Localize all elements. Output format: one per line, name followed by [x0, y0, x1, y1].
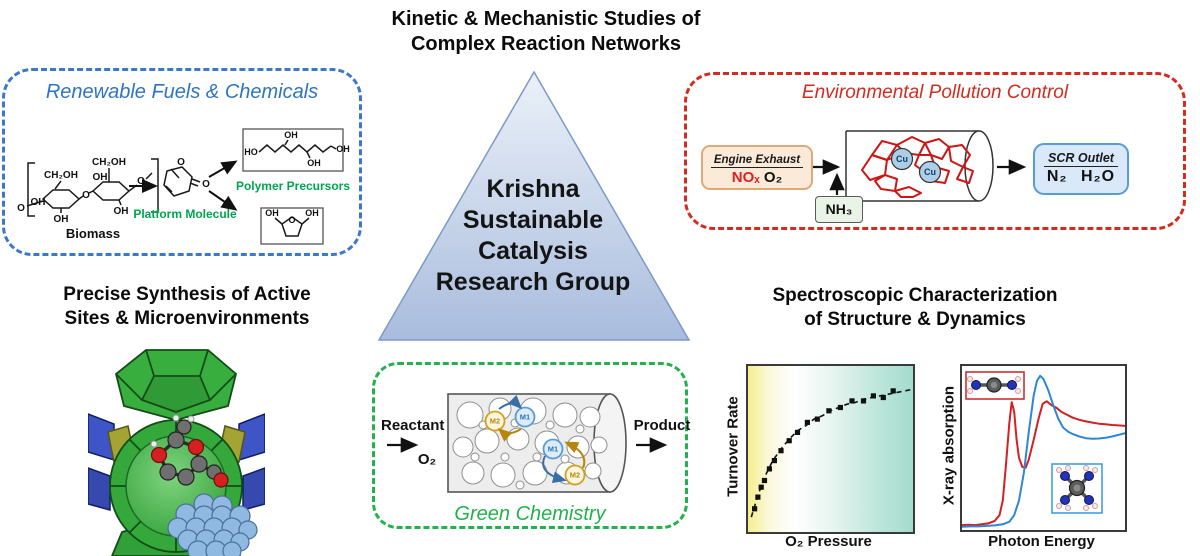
m2-site: M2: [484, 410, 506, 432]
platform-molecule: [163, 166, 201, 197]
oh-label: OH: [265, 208, 279, 218]
polymer-label: Polymer Precursors: [236, 179, 350, 193]
o-label: O: [137, 176, 145, 187]
linear-complex-inset: [965, 371, 1025, 400]
o-label: O: [202, 179, 210, 190]
o-label: O: [288, 215, 295, 225]
renewable-title: Renewable Fuels & Chemicals: [45, 81, 319, 103]
xas-xlabel: Photon Energy: [988, 533, 1095, 550]
n2-label: N₂: [1046, 168, 1068, 185]
scr-outlet-title: SCR Outlet: [1044, 151, 1118, 167]
group-name-line2: Sustainable: [462, 206, 604, 234]
oh-label: OH: [305, 208, 319, 218]
cu-zeolite-framework: [861, 136, 974, 198]
cu-site: Cu: [890, 147, 914, 171]
synthesis-heading-line1: Precise Synthesis of Active: [63, 284, 311, 305]
cycle-arrow-blue: [542, 455, 567, 484]
platform-to-polyol-arrow: [208, 160, 238, 178]
turnover-plot: [746, 364, 915, 534]
environment-title: Environmental Pollution Control: [801, 82, 1069, 103]
o2-feed-label: O₂: [417, 451, 437, 468]
o-label: O: [177, 157, 185, 168]
engine-exhaust-box: Engine Exhaust NOₓ O₂: [701, 145, 813, 190]
scr-outlet-box: SCR Outlet N₂ H₂O: [1033, 143, 1129, 195]
m2-site: M2: [564, 464, 586, 486]
polymer-precursors-box: HO OH OH OH: [242, 128, 350, 172]
oh-label: OH: [336, 144, 350, 154]
ch2oh-label: CH₂OH: [44, 170, 78, 181]
triangle-shape: [377, 70, 691, 341]
h2o-label: H₂O: [1081, 168, 1116, 185]
platform-to-furan-arrow: [208, 190, 238, 211]
green-chemistry-panel: M2 M1 M1 M2 Reactant O₂ Product Green Ch…: [372, 362, 691, 529]
cycle-arrow-gold: [497, 428, 522, 442]
turnover-xlabel: O₂ Pressure: [785, 533, 872, 550]
synthesis-heading-line2: Sites & Microenvironments: [64, 308, 310, 329]
o-label: O: [17, 203, 25, 214]
nox-label: NOₓ: [731, 169, 760, 186]
nanoparticle-cluster: [167, 493, 258, 556]
spectroscopy-heading: Spectroscopic Characterization of Struct…: [745, 284, 1085, 332]
synthesis-heading: Precise Synthesis of Active Sites & Micr…: [22, 283, 352, 331]
nh3-box: NH₃: [815, 196, 863, 223]
oh-label: OH: [54, 214, 69, 225]
turnover-plot-canvas: [750, 388, 914, 518]
kinetics-heading-line2: Complex Reaction Networks: [410, 33, 682, 55]
oh-label: OH: [31, 197, 46, 208]
platform-label: Platform Molecule: [133, 207, 237, 221]
m2-label: M2: [570, 471, 580, 480]
ch2oh-label: CH₂OH: [92, 157, 126, 168]
renewable-panel: Renewable Fuels & Chemicals CH₂OH CH₂OH: [2, 68, 362, 256]
biomass-structure: [26, 158, 159, 217]
square-planar-complex-inset: [1051, 463, 1103, 514]
cycle-arrow-blue: [498, 394, 523, 410]
engine-exhaust-title: Engine Exhaust: [710, 154, 804, 168]
m2-label: M2: [490, 417, 500, 426]
environment-panel: Environmental Pollution Control: [684, 72, 1186, 230]
scr-diagram: Cu Cu: [813, 130, 1027, 202]
m1-site: M1: [542, 438, 564, 460]
oh-label: OH: [93, 172, 108, 183]
oh-label: OH: [307, 158, 321, 168]
furan-diol-box: O OH OH: [260, 207, 324, 245]
xas-plot-canvas: [961, 371, 1126, 528]
turnover-ylabel: Turnover Rate: [724, 396, 742, 497]
m1-label: M1: [520, 413, 530, 422]
cu-label: Cu: [896, 154, 908, 164]
adsorbed-molecule: [150, 414, 229, 488]
group-name: Krishna Sustainable Catalysis Research G…: [408, 174, 658, 298]
group-name-line1: Krishna: [486, 175, 580, 203]
spectroscopy-heading-line1: Spectroscopic Characterization: [772, 285, 1058, 306]
green-chemistry-title: Green Chemistry: [454, 503, 606, 525]
group-name-line3: Catalysis: [478, 237, 588, 265]
renewable-diagram: CH₂OH CH₂OH OH OH OH OH O O O Biomass O …: [17, 128, 350, 245]
product-label: Product: [633, 417, 691, 434]
kinetics-heading: Kinetic & Mechanistic Studies of Complex…: [346, 7, 746, 57]
reactant-label: Reactant: [381, 417, 445, 434]
cycle-arrow-gold: [564, 441, 586, 469]
reactor-diagram: M2 M1 M1 M2: [387, 393, 668, 493]
zeolite-image: [88, 349, 265, 556]
center-triangle: [377, 70, 691, 341]
biomass-label: Biomass: [66, 226, 120, 241]
m1-site: M1: [514, 406, 536, 428]
o-label: O: [82, 190, 90, 201]
cu-site: Cu: [918, 160, 942, 184]
kinetics-heading-line1: Kinetic & Mechanistic Studies of: [391, 8, 701, 30]
o2-label: O₂: [763, 169, 783, 186]
xas-ylabel: X-ray absorption: [940, 385, 958, 506]
group-name-line4: Research Group: [435, 268, 631, 296]
pore-pattern: [452, 397, 608, 490]
ho-label: HO: [244, 147, 258, 157]
blue-prisms: [88, 413, 265, 511]
oh-label: OH: [284, 130, 298, 140]
spectroscopy-heading-line2: of Structure & Dynamics: [804, 309, 1026, 330]
m1-label: M1: [548, 445, 558, 454]
oh-label: OH: [114, 206, 129, 217]
cu-label: Cu: [924, 167, 936, 177]
xas-plot: [960, 364, 1127, 532]
